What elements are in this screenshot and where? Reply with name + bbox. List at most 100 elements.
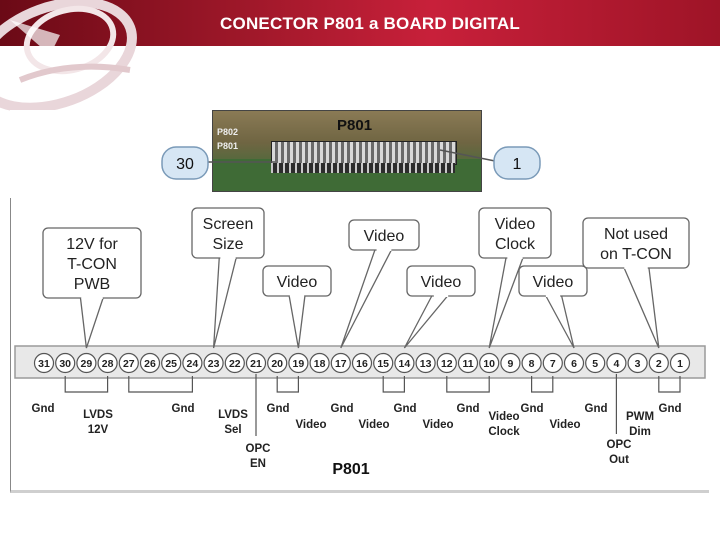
pin-function-label: Gnd <box>172 403 195 415</box>
pin-number: 23 <box>208 358 220 370</box>
pin-number: 15 <box>377 358 389 370</box>
pin-function-label: Clock <box>488 426 520 438</box>
pin1-bubble-label: 1 <box>513 156 522 173</box>
pin-number: 21 <box>250 358 262 370</box>
pin-circle-25 <box>161 352 182 374</box>
pin-number: 20 <box>271 358 283 370</box>
pin-function-label: Video <box>358 419 389 431</box>
pin-circle-31 <box>33 352 55 374</box>
pin-function-label: Gnd <box>331 403 354 415</box>
callout-text: 12V for <box>66 236 118 253</box>
pin-number: 11 <box>462 358 473 370</box>
callout-pointer <box>288 293 306 349</box>
callout-text: Video <box>495 216 536 233</box>
pin-circle-3 <box>627 352 648 374</box>
pin-circle-16 <box>351 352 373 374</box>
pin-function-label: LVDS <box>218 409 248 421</box>
pin-circle-4 <box>606 352 627 374</box>
pin-circle-13 <box>415 352 436 374</box>
pin-circle-7 <box>542 352 563 374</box>
pin-number: 27 <box>123 358 135 370</box>
photo-silk-label-2: P802 <box>217 127 239 137</box>
pin-circle-24 <box>182 352 203 374</box>
pin-number: 10 <box>483 358 495 370</box>
pin-number: 17 <box>335 358 347 370</box>
callout-pointer-mask <box>507 255 523 259</box>
pin-function-label: Gnd <box>32 403 55 415</box>
callout-text: Video <box>421 274 462 291</box>
callout-text: Video <box>533 274 574 291</box>
pin-circle-30 <box>55 352 76 374</box>
pin-function-label: Sel <box>224 424 241 436</box>
pin-number: 2 <box>656 358 662 370</box>
pin-function-label: OPC <box>246 443 271 455</box>
pin-number: 28 <box>102 358 114 370</box>
pin-number: 12 <box>441 358 453 370</box>
pin-function-label: Gnd <box>521 403 544 415</box>
pin-function-label: Out <box>609 454 629 466</box>
pin-function-label: PWM <box>626 411 654 423</box>
callout-text: Video <box>277 274 318 291</box>
pin-function-label: Gnd <box>585 403 608 415</box>
photo-silk-label: P801 <box>217 141 239 151</box>
pin-number: 16 <box>356 358 368 370</box>
pin-group-bracket <box>446 376 490 393</box>
pin-function-label: Dim <box>629 426 651 438</box>
pin-circle-21 <box>245 352 267 374</box>
callout-text: T-CON <box>67 256 117 273</box>
pin-number: 1 <box>677 358 683 370</box>
callout-pointer <box>622 265 660 349</box>
pin-circle-8 <box>521 352 542 374</box>
pin-number: 13 <box>420 358 432 370</box>
pin-number: 8 <box>529 358 535 370</box>
pin30-bubble-label: 30 <box>176 156 194 173</box>
callout-text: Size <box>212 236 243 253</box>
pin-number: 30 <box>59 358 71 370</box>
pin-function-label: Gnd <box>457 403 480 415</box>
pin-circle-19 <box>288 352 309 374</box>
callout-text: Screen <box>203 216 254 233</box>
pin-circle-28 <box>97 352 118 374</box>
callout-pointer-mask <box>545 293 561 297</box>
pin-function-label: Video <box>488 411 519 423</box>
pin-circle-29 <box>76 352 97 374</box>
connector-solder-image <box>271 163 455 173</box>
pin-circle-27 <box>118 352 139 374</box>
pin-group-bracket <box>658 376 681 393</box>
pin-function-label: LVDS <box>83 409 113 421</box>
pin-circle-12 <box>436 352 457 374</box>
pin-number: 29 <box>81 358 93 370</box>
pin-number: 19 <box>293 358 305 370</box>
pin-circle-10 <box>479 352 500 374</box>
pin-group-bracket <box>531 376 554 393</box>
pin-circle-18 <box>309 352 330 374</box>
callout-pointer <box>340 247 394 349</box>
pin-number: 31 <box>38 358 50 370</box>
page-title: CONECTOR P801 a BOARD DIGITAL <box>220 14 520 33</box>
connector-name: P801 <box>332 461 369 478</box>
pin-number: 22 <box>229 358 241 370</box>
pin-function-label: Gnd <box>394 403 417 415</box>
pin-group-bracket <box>128 376 193 393</box>
pin-function-label: OPC <box>607 439 632 451</box>
photo-connector-label: P801 <box>337 117 373 134</box>
callout-text: PWB <box>74 276 110 293</box>
pin-number: 5 <box>592 358 598 370</box>
pin-number: 7 <box>550 358 556 370</box>
pin30-bubble <box>161 146 209 180</box>
pin-number: 26 <box>144 358 156 370</box>
pin-function-label: Gnd <box>267 403 290 415</box>
pin-circle-9 <box>500 352 521 374</box>
pin-number: 9 <box>507 358 513 370</box>
pin-circle-23 <box>203 352 224 374</box>
pin-circle-22 <box>224 352 245 374</box>
callout-pointer <box>403 293 451 349</box>
pin-group-bracket <box>276 376 299 393</box>
callout-pointer-mask <box>81 295 103 299</box>
pin-circle-5 <box>585 352 606 374</box>
callout-pointer-mask <box>289 293 305 297</box>
callout-pointer-mask <box>376 247 392 251</box>
pin-function-label: Gnd <box>659 403 682 415</box>
